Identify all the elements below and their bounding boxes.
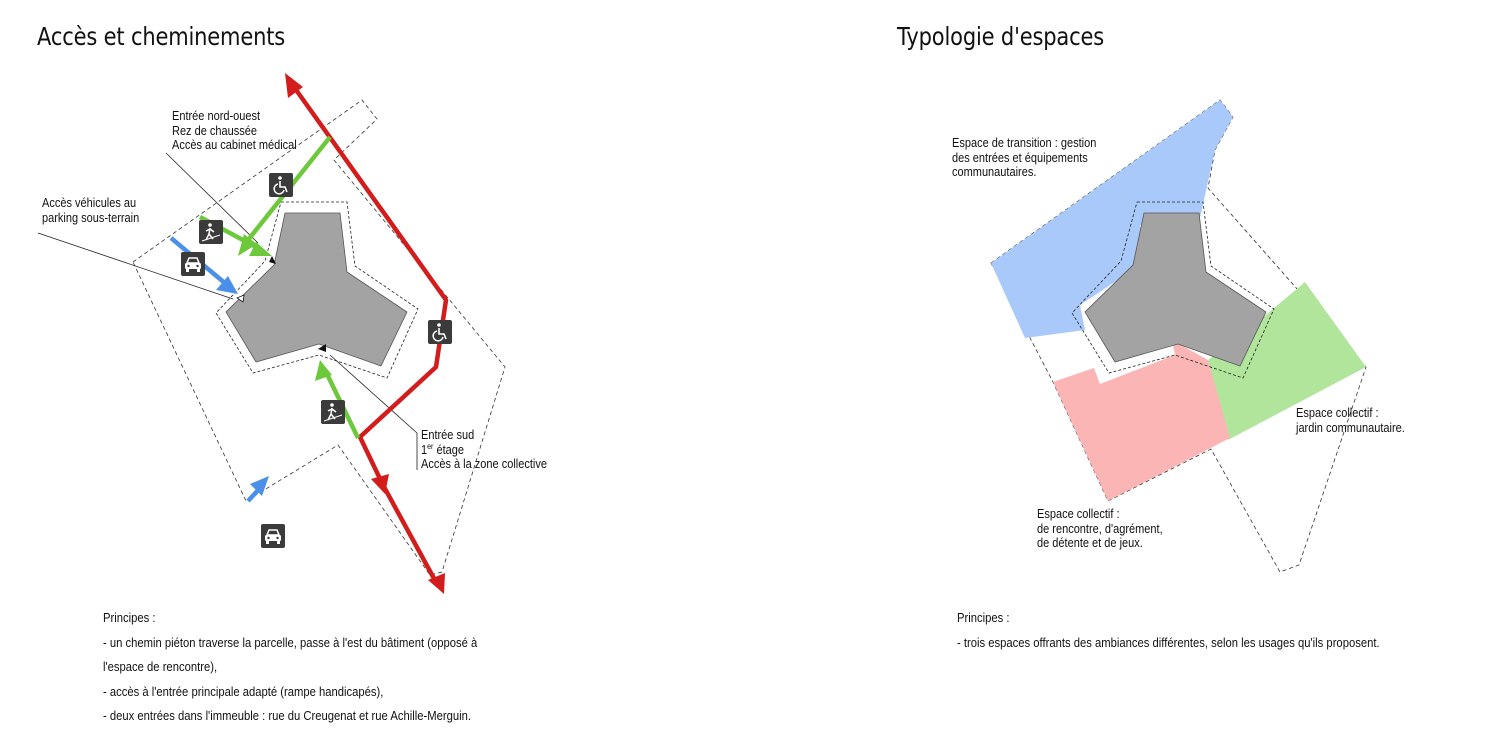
leader-line-sud	[329, 354, 418, 470]
pedestrian-arrow-mid	[371, 474, 389, 494]
label-line: Espace collectif :	[1037, 507, 1120, 521]
entrance-marker-west	[236, 294, 245, 303]
zone-rencontre	[1053, 340, 1230, 501]
label-line: Accès véhicules au	[42, 196, 137, 210]
label-entree-sud: Entrée sud 1er étage Accès à la zone col…	[421, 428, 547, 472]
label-line: 1er étage	[421, 441, 547, 458]
label-line: Espace de transition : gestion	[952, 136, 1097, 150]
label-line: Espace collectif :	[1296, 406, 1379, 420]
northwest-entry-arrow	[249, 242, 272, 256]
principles-line: - trois espaces offrants des ambiances d…	[957, 635, 1380, 650]
label-zone-rencontre: Espace collectif : de rencontre, d'agrém…	[1037, 507, 1163, 551]
car-icon	[180, 251, 206, 277]
parcel-outline-right	[990, 99, 1367, 573]
label-line: jardin communautaire.	[1296, 420, 1405, 435]
south-entry-arrow	[315, 360, 332, 381]
vehicle-parking-arrow	[216, 276, 238, 294]
label-line: des entrées et équipements	[952, 150, 1088, 165]
entrance-marker-south	[318, 344, 326, 352]
label-line: de détente et de jeux.	[1037, 536, 1143, 550]
left-principles: Principes : - un chemin piéton traverse …	[103, 610, 477, 733]
floor-ordinal: er	[427, 441, 434, 451]
label-line: Accès au cabinet médical	[172, 138, 297, 152]
pedestrian-arrow-north	[285, 73, 303, 98]
principles-heading: Principes :	[103, 611, 156, 625]
pedestrian-arrow-south	[428, 573, 445, 594]
label-line: de rencontre, d'agrément,	[1037, 521, 1163, 536]
principles-line: - accès à l'entrée principale adapté (ra…	[103, 684, 384, 699]
floor-word: étage	[433, 442, 464, 457]
principles-line: l'espace de rencontre),	[103, 660, 218, 674]
wheelchair-icon	[268, 172, 294, 198]
label-line: Accès à la zone collective	[421, 457, 547, 471]
label-line: Entrée sud	[421, 428, 475, 442]
label-acces-vehicules: Accès véhicules au parking sous-terrain	[42, 196, 139, 225]
principles-heading: Principes :	[957, 611, 1010, 625]
entrance-marker-north	[269, 256, 276, 264]
floor-number: 1	[421, 442, 428, 457]
principles-line: - un chemin piéton traverse la parcelle,…	[103, 635, 478, 650]
label-line: Entrée nord-ouest	[172, 109, 261, 123]
space-typology-diagram	[990, 99, 1367, 573]
car-icon	[260, 523, 286, 549]
zone-transition	[991, 100, 1233, 338]
left-panel-title: Accès et cheminements	[37, 22, 286, 51]
label-line: parking sous-terrain	[42, 210, 140, 225]
leader-line-vehicules	[37, 232, 234, 300]
leader-line-nord-ouest	[165, 152, 259, 244]
right-panel-title: Typologie d'espaces	[897, 22, 1104, 51]
right-principles: Principes : - trois espaces offrants des…	[957, 610, 1380, 659]
parcel-outline	[132, 99, 506, 576]
pedestrian-icon	[198, 219, 224, 245]
vehicle-street-arrow	[250, 476, 269, 496]
label-line: Rez de chaussée	[172, 123, 258, 138]
label-entree-nord-ouest: Entrée nord-ouest Rez de chaussée Accès …	[172, 109, 297, 153]
zone-jardin	[1208, 282, 1366, 440]
label-zone-transition: Espace de transition : gestion des entré…	[952, 136, 1096, 180]
label-line: communautaires.	[952, 165, 1037, 179]
pedestrian-path	[292, 85, 449, 586]
label-zone-jardin: Espace collectif : jardin communautaire.	[1296, 406, 1405, 435]
pedestrian-icon	[320, 399, 346, 425]
principles-line: - deux entrées dans l'immeuble : rue du …	[103, 709, 471, 723]
wheelchair-icon	[427, 319, 453, 345]
